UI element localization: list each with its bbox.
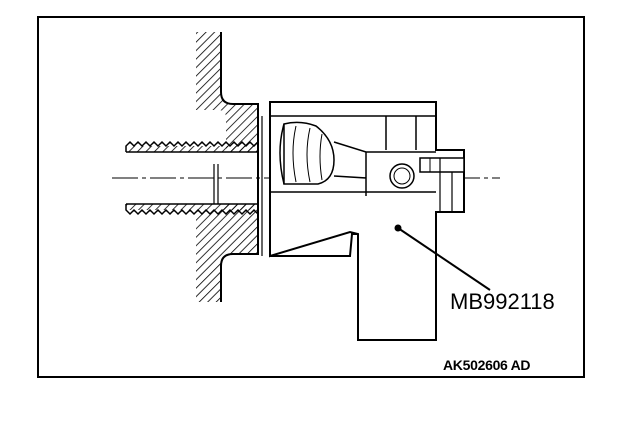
callout-leader [394,224,491,291]
threaded-shaft [125,140,259,216]
tool-lower-notch [270,233,358,257]
housing-face-outline [220,32,259,302]
housing-upper-hatch [196,32,258,152]
housing-lower-hatch [196,202,258,302]
tool-callout-label: MB992118 [450,289,555,314]
thread-lower-band [126,204,258,210]
leader-line [397,227,491,291]
housing-wall [196,32,259,302]
tool-inner-frame [333,141,436,196]
special-tool [261,101,465,341]
thread-upper-band [126,146,258,152]
tool-right-block [419,157,465,173]
figure-code: AK502606 AD [443,357,531,373]
